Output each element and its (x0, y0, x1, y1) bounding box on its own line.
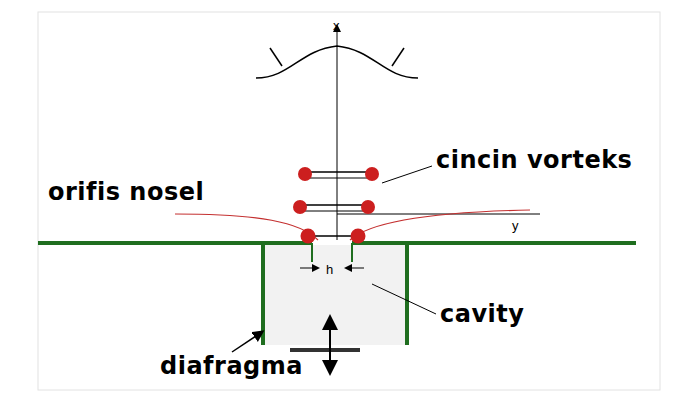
axis-label: y (512, 218, 519, 233)
part-label: orifis nosel (48, 178, 204, 206)
part-label: cavity (440, 300, 524, 328)
dimension-label: h (326, 262, 333, 277)
part-label: cincin vorteks (436, 146, 632, 174)
axis-label: x (333, 18, 340, 33)
part-label: diafragma (160, 352, 303, 380)
